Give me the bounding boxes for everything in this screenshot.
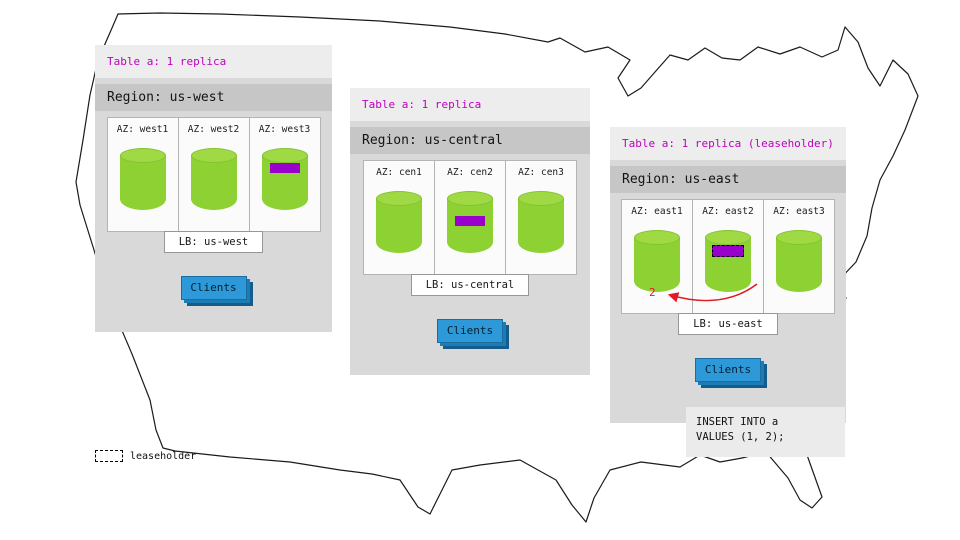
- cylinder-body: [776, 237, 822, 292]
- cylinder-top: [190, 148, 237, 163]
- az-label: AZ: east1: [631, 206, 683, 217]
- az-row: AZ: west1 AZ: west2 AZ: west3: [95, 117, 332, 232]
- cylinder-top: [376, 191, 422, 206]
- sql-line-2: VALUES (1, 2);: [696, 431, 785, 444]
- cylinder-top: [705, 230, 751, 245]
- region-title: Region: us-central: [350, 127, 590, 154]
- az-row: AZ: east1 AZ: east2 AZ: east3: [610, 199, 846, 314]
- leaseholder-swatch-icon: [95, 450, 123, 462]
- panel-us-central: Table a: 1 replica Region: us-central AZ…: [350, 88, 590, 375]
- sql-statement-box: INSERT INTO a VALUES (1, 2);: [686, 407, 845, 457]
- table-replica-header: Table a: 1 replica: [350, 88, 590, 121]
- cylinder-top: [119, 148, 166, 163]
- sql-line-1: INSERT INTO a: [696, 416, 779, 428]
- az-cell-west3: AZ: west3: [248, 117, 321, 232]
- region-title: Region: us-west: [95, 84, 332, 111]
- database-cylinder: [776, 230, 822, 292]
- az-label: AZ: east2: [702, 206, 754, 217]
- load-balancer-box: LB: us-central: [410, 274, 530, 296]
- cylinder-top: [634, 230, 680, 245]
- az-row: AZ: cen1 AZ: cen2 AZ: cen3: [350, 160, 590, 275]
- legend-label: leaseholder: [130, 450, 197, 462]
- database-cylinder: [634, 230, 680, 292]
- clients-button: Clients: [180, 276, 247, 300]
- legend: leaseholder: [95, 450, 196, 462]
- replica-badge: [455, 216, 485, 226]
- az-label: AZ: west2: [187, 124, 240, 135]
- panel-us-west: Table a: 1 replica Region: us-west AZ: w…: [95, 45, 332, 332]
- cylinder-body: [634, 237, 680, 292]
- cylinder-top: [447, 191, 493, 206]
- az-label: AZ: cen3: [518, 167, 564, 178]
- clients-button: Clients: [695, 358, 761, 382]
- replica-badge: [269, 163, 300, 173]
- az-cell-west1: AZ: west1: [106, 117, 179, 232]
- az-cell-east3: AZ: east3: [763, 199, 835, 314]
- panel-us-east: Table a: 1 replica (leaseholder) Region:…: [610, 127, 846, 423]
- cylinder-body: [376, 198, 422, 253]
- database-cylinder: [119, 148, 166, 210]
- database-cylinder: [261, 148, 308, 210]
- az-cell-east1: AZ: east1: [621, 199, 693, 314]
- load-balancer-box: LB: us-east: [678, 313, 778, 335]
- leaseholder-badge: [712, 245, 744, 257]
- az-cell-cen1: AZ: cen1: [363, 160, 435, 275]
- az-label: AZ: east3: [773, 206, 825, 217]
- database-cylinder: [190, 148, 237, 210]
- load-balancer-box: LB: us-west: [163, 231, 264, 253]
- table-replica-header: Table a: 1 replica: [95, 45, 332, 78]
- insert-value-annotation: 2: [649, 286, 656, 299]
- az-label: AZ: west1: [116, 124, 169, 135]
- cylinder-top: [261, 148, 308, 163]
- az-label: AZ: cen1: [376, 167, 422, 178]
- cylinder-top: [518, 191, 564, 206]
- database-cylinder: [447, 191, 493, 253]
- database-cylinder: [376, 191, 422, 253]
- cylinder-top: [776, 230, 822, 245]
- az-label: AZ: west3: [258, 124, 311, 135]
- az-cell-cen2: AZ: cen2: [434, 160, 506, 275]
- region-title: Region: us-east: [610, 166, 846, 193]
- az-label: AZ: cen2: [447, 167, 493, 178]
- table-replica-header: Table a: 1 replica (leaseholder): [610, 127, 846, 160]
- cylinder-body: [518, 198, 564, 253]
- cylinder-body: [119, 155, 166, 210]
- cylinder-body: [190, 155, 237, 210]
- clients-button: Clients: [437, 319, 503, 343]
- az-cell-cen3: AZ: cen3: [505, 160, 577, 275]
- az-cell-west2: AZ: west2: [177, 117, 250, 232]
- database-cylinder: [705, 230, 751, 292]
- az-cell-east2: AZ: east2: [692, 199, 764, 314]
- database-cylinder: [518, 191, 564, 253]
